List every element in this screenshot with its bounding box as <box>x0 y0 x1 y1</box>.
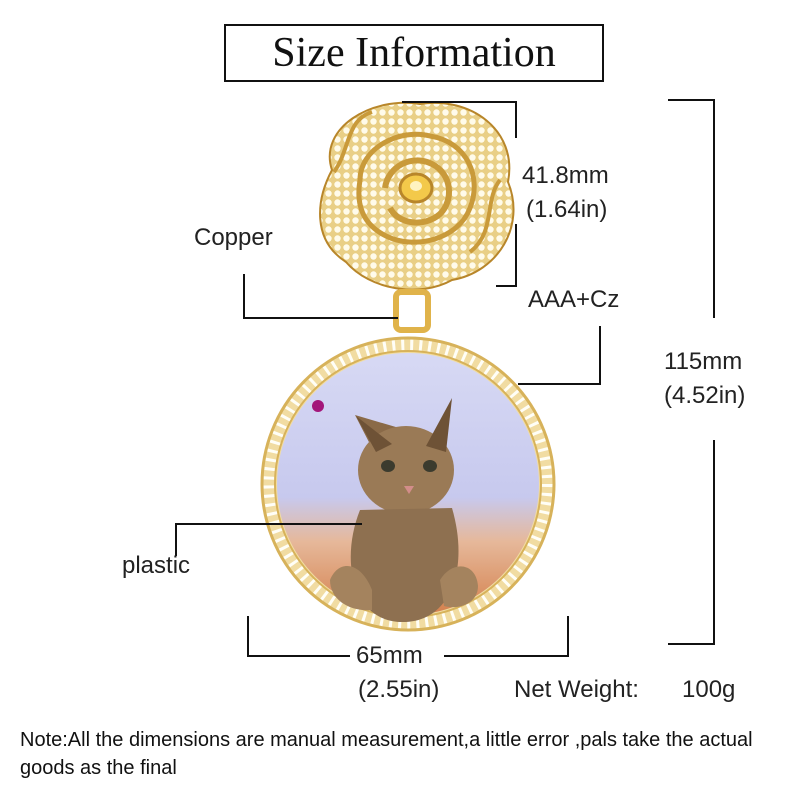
copper-label: Copper <box>194 224 273 251</box>
net-weight-value: 100g <box>682 676 736 703</box>
copper-pointer <box>243 274 398 319</box>
page-title: Size Information <box>272 30 556 76</box>
kitten-photo <box>312 398 478 623</box>
total-size-mm: 115mm <box>664 348 743 375</box>
net-weight-label: Net Weight: <box>514 676 639 703</box>
cz-label: AAA+Cz <box>528 286 620 313</box>
rose-size-mm: 41.8mm <box>522 162 609 189</box>
rose-size-in: (1.64in) <box>526 196 608 223</box>
width-bracket-right <box>444 616 569 657</box>
plastic-label: plastic <box>122 552 191 579</box>
total-bracket-top <box>668 99 715 318</box>
measure-lines <box>175 99 715 657</box>
width-in: (2.55in) <box>358 676 440 703</box>
title-box: Size Information <box>224 24 604 82</box>
rose-bracket-top <box>402 101 517 138</box>
rose-bracket-bottom <box>496 224 517 287</box>
width-mm: 65mm <box>356 642 423 669</box>
total-size-in: (4.52in) <box>664 382 746 409</box>
plastic-pointer <box>175 523 362 556</box>
cz-pointer <box>518 326 601 385</box>
rose-bail-image <box>319 101 515 291</box>
bail-link <box>393 289 431 333</box>
width-bracket-left <box>247 616 350 657</box>
total-bracket-bottom <box>668 440 715 645</box>
round-photo-pendant <box>260 336 556 632</box>
measurement-note: Note:All the dimensions are manual measu… <box>20 729 753 779</box>
